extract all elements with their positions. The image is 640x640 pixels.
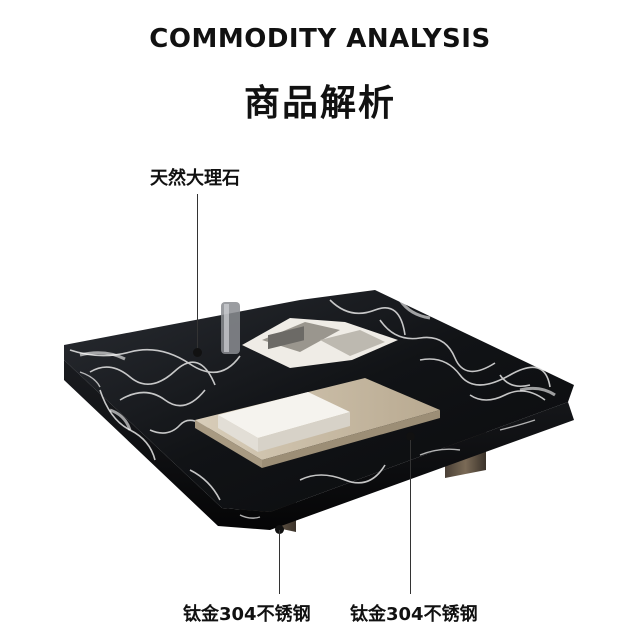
leader-line-bottom-left <box>279 530 280 594</box>
callout-dot-top <box>193 348 202 357</box>
label-steel-left: 钛金304不锈钢 <box>183 604 311 625</box>
callout-dot-bottom-right <box>406 432 415 441</box>
page-title-en: COMMODITY ANALYSIS <box>149 24 491 54</box>
stacked-books <box>218 326 350 452</box>
glass-vase <box>221 302 240 354</box>
label-steel-right: 钛金304不锈钢 <box>350 604 478 625</box>
leader-line-bottom-right <box>410 440 411 594</box>
callout-dot-bottom-left <box>275 525 284 534</box>
leader-line-top <box>197 194 198 352</box>
label-natural-marble: 天然大理石 <box>150 168 240 189</box>
page-title-cn: 商品解析 <box>243 83 396 124</box>
